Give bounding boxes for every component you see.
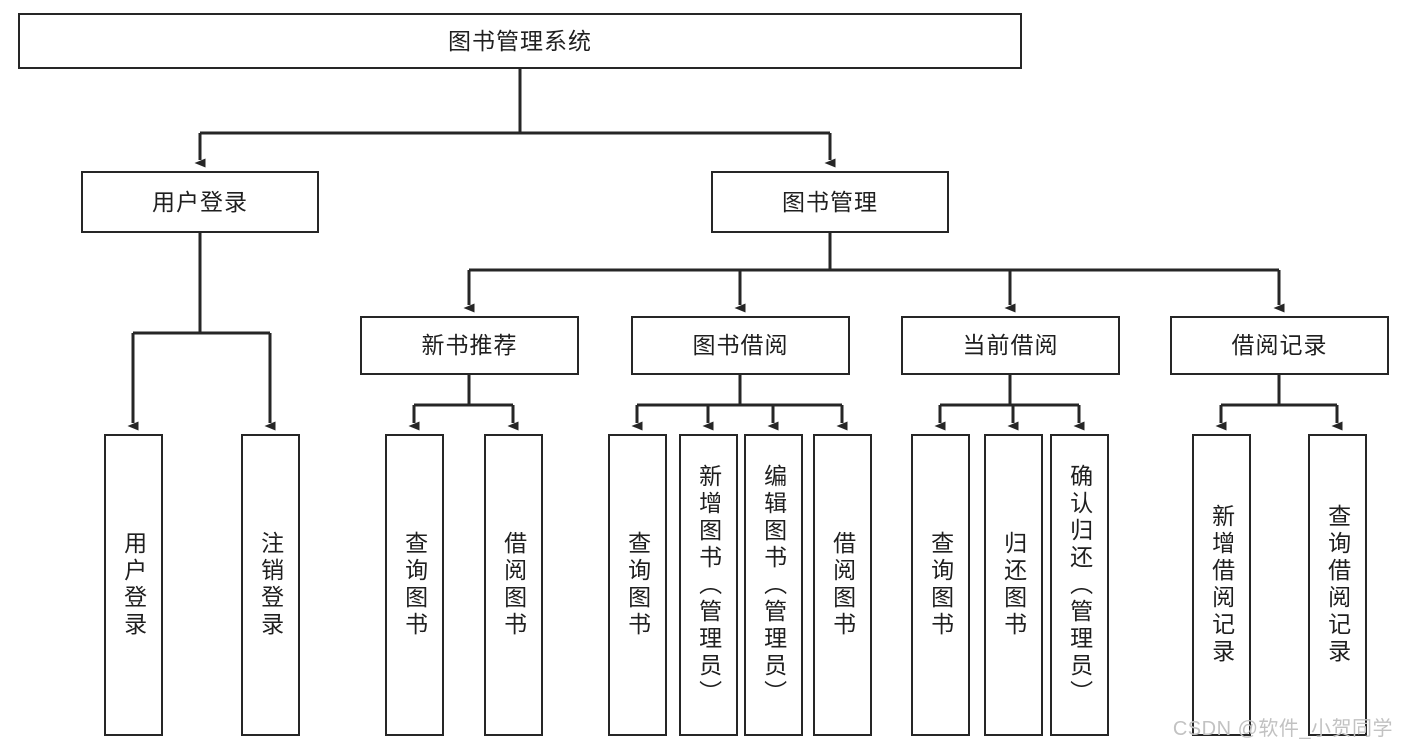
node-borrow-record[interactable]: 借阅记录: [1170, 316, 1389, 375]
node-leaf-user-login[interactable]: 用户登录: [104, 434, 163, 736]
node-leaf-return-book-label: 归还图书: [1000, 531, 1027, 639]
node-root[interactable]: 图书管理系统: [18, 13, 1022, 69]
node-leaf-add-record[interactable]: 新增借阅记录: [1192, 434, 1251, 736]
node-current-borrow[interactable]: 当前借阅: [901, 316, 1120, 375]
watermark: CSDN @软件_小贺同学: [1172, 718, 1393, 740]
node-leaf-borrow-book[interactable]: 借阅图书: [813, 434, 872, 736]
node-leaf-query-book-current-label: 查询图书: [927, 531, 954, 639]
node-new-book-recommend[interactable]: 新书推荐: [360, 316, 579, 375]
node-user-login-label: 用户登录: [152, 188, 248, 215]
node-leaf-user-login-label: 用户登录: [120, 531, 147, 639]
node-new-book-recommend-label: 新书推荐: [421, 332, 518, 359]
node-leaf-query-book-recommend-label: 查询图书: [401, 531, 428, 639]
node-leaf-query-book-borrow[interactable]: 查询图书: [608, 434, 667, 736]
node-book-borrow[interactable]: 图书借阅: [631, 316, 850, 375]
node-current-borrow-label: 当前借阅: [962, 332, 1059, 359]
node-user-login[interactable]: 用户登录: [81, 171, 319, 233]
node-borrow-record-label: 借阅记录: [1231, 332, 1328, 359]
node-leaf-query-record-label: 查询借阅记录: [1324, 504, 1351, 666]
node-leaf-return-book[interactable]: 归还图书: [984, 434, 1043, 736]
node-leaf-borrow-book-recommend-label: 借阅图书: [500, 531, 527, 639]
node-leaf-query-book-recommend[interactable]: 查询图书: [385, 434, 444, 736]
node-leaf-query-record[interactable]: 查询借阅记录: [1308, 434, 1367, 736]
node-leaf-add-book-label: 新增图书（管理员）: [695, 463, 722, 707]
node-root-label: 图书管理系统: [448, 27, 592, 54]
node-leaf-borrow-book-recommend[interactable]: 借阅图书: [484, 434, 543, 736]
node-leaf-logout[interactable]: 注销登录: [241, 434, 300, 736]
node-leaf-logout-label: 注销登录: [257, 531, 284, 639]
node-book-borrow-label: 图书借阅: [692, 332, 789, 359]
node-leaf-edit-book-label: 编辑图书（管理员）: [760, 463, 787, 707]
node-leaf-query-book-current[interactable]: 查询图书: [911, 434, 970, 736]
node-leaf-confirm-return-label: 确认归还（管理员）: [1066, 463, 1093, 707]
node-book-management-label: 图书管理: [782, 188, 878, 215]
node-book-management[interactable]: 图书管理: [711, 171, 949, 233]
node-leaf-edit-book[interactable]: 编辑图书（管理员）: [744, 434, 803, 736]
node-leaf-add-book[interactable]: 新增图书（管理员）: [679, 434, 738, 736]
node-leaf-confirm-return[interactable]: 确认归还（管理员）: [1050, 434, 1109, 736]
node-leaf-query-book-borrow-label: 查询图书: [624, 531, 651, 639]
node-leaf-add-record-label: 新增借阅记录: [1208, 504, 1235, 666]
node-leaf-borrow-book-label: 借阅图书: [829, 531, 856, 639]
